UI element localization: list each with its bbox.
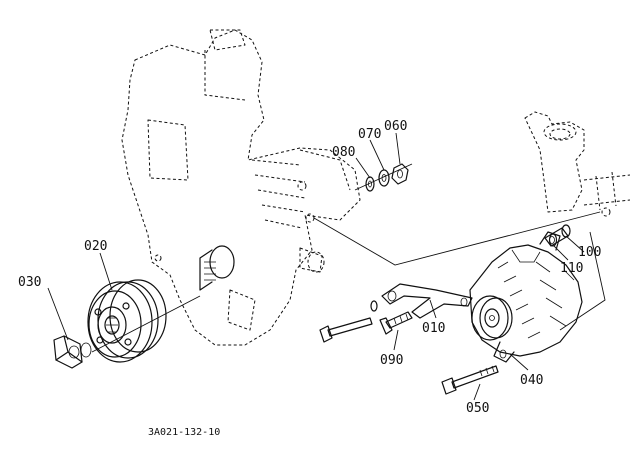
bolt-090	[379, 311, 413, 335]
callout-010: 010	[422, 321, 445, 336]
figure-code: 3A021-132-10	[148, 427, 220, 438]
alternator-040	[469, 231, 583, 363]
callout-090: 090	[380, 353, 403, 368]
bolt-100	[544, 224, 571, 247]
callout-030: 030	[18, 275, 41, 290]
callout-110: 110	[560, 261, 583, 276]
stud-line	[354, 163, 413, 191]
callout-040: 040	[520, 373, 543, 388]
nut-060	[391, 163, 409, 185]
alternator-stay-010	[381, 283, 473, 319]
pulley-axis-line	[91, 295, 201, 353]
long-bolt	[319, 317, 373, 343]
callout-070: 070	[358, 127, 381, 142]
callout-060: 060	[384, 119, 407, 134]
callout-080: 080	[332, 145, 355, 160]
bolt-050	[441, 365, 499, 395]
water-flange	[524, 111, 630, 217]
pulley-nut-030	[53, 335, 92, 369]
stay-washer	[370, 300, 378, 312]
callout-020: 020	[84, 239, 107, 254]
callout-050: 050	[466, 401, 489, 416]
gear-case-housing	[121, 29, 361, 346]
reference-line-middle	[559, 231, 606, 331]
leader-lines	[47, 132, 585, 401]
reference-line-upper	[313, 211, 601, 266]
callout-100: 100	[578, 245, 601, 260]
fan-pulley-020	[87, 279, 167, 363]
